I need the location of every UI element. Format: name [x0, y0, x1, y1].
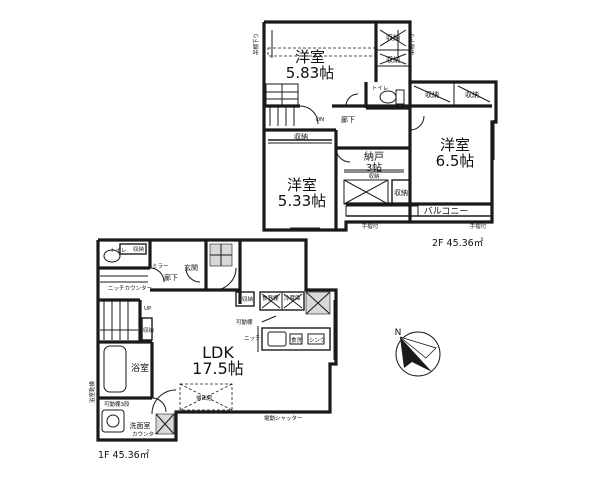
bedroom-top-size: 5.83帖: [286, 64, 334, 82]
counter-label: ニッチカウンター: [108, 284, 152, 292]
balcony-label: バルコニー: [424, 206, 469, 217]
washroom-label: 洗面室: [130, 421, 151, 430]
movable-shelf-3-label: 可動棚3段: [104, 400, 130, 408]
up-label: UP: [144, 306, 152, 312]
bedroom-left-name: 洋室: [287, 176, 317, 194]
fridge-label: 冷蔵庫: [284, 294, 301, 302]
storage-room-size: 3帖: [366, 161, 382, 174]
bath-window-label: 浴室乾燥: [88, 381, 96, 404]
closet-v1-label: 収納: [386, 33, 400, 42]
floor-1-area: 1F 45.36㎡: [98, 450, 150, 461]
storage-room-name: 納戸: [364, 150, 384, 163]
window-label: 掃出窓: [196, 394, 213, 402]
loft-1-label: 吊棚下り: [252, 33, 260, 55]
ldk-name: LDK: [202, 343, 234, 362]
mirror-label: ミラー: [152, 263, 169, 270]
compass-north-label: N: [395, 328, 402, 338]
shutter-label: 電動シャッター: [264, 414, 303, 422]
floor-1: LDK 17.5帖 浴室 洗面室 トイレ 収納 収納 収納 ミラー 廊下 玄関 …: [88, 238, 338, 461]
closet-1f-3-label: 収納: [143, 326, 155, 334]
closet-v2-label: 収納: [386, 55, 400, 64]
bedroom-top-name: 洋室: [295, 48, 325, 66]
shelf-label: 収納: [368, 172, 380, 180]
toilet-2f-label: トイレ: [372, 86, 389, 92]
closet-a-label: 収納: [425, 90, 439, 99]
floor-2: 洋室 5.83帖 洋室 6.5帖 洋室 5.33帖 納戸 3帖 収納 収納 収納…: [252, 20, 498, 249]
dishwasher-label: 食洗: [291, 336, 303, 344]
closet-small-label: 収納: [394, 188, 408, 197]
bath-label: 浴室: [131, 362, 149, 374]
closet-1f-1-label: 収納: [133, 245, 145, 253]
loft-2-label: 吊棚下り: [408, 33, 416, 55]
counter-2-label: カウンター: [132, 430, 160, 438]
compass-icon: N: [395, 328, 441, 377]
movable-shelf-label: 可動棚: [236, 318, 253, 326]
closet-1f-2-label: 収納: [242, 295, 254, 303]
hall-1f-label: 廊下: [164, 273, 178, 282]
bedroom-right-name: 洋室: [440, 136, 470, 154]
ldk-size: 17.5帖: [192, 359, 244, 378]
food-storage-label: 食器棚: [262, 294, 279, 302]
closet-left-label: 収納: [294, 132, 308, 141]
niche-label: ニッチ: [244, 335, 261, 342]
floor-2-area: 2F 45.36㎡: [432, 238, 484, 249]
rail-2-label: 手摺付: [470, 222, 487, 230]
rail-1-label: 手摺付: [362, 222, 379, 230]
entrance-label: 玄関: [184, 263, 198, 272]
hall-2f-label: 廊下: [341, 115, 355, 124]
bedroom-left-size: 5.33帖: [278, 192, 326, 210]
bedroom-right-size: 6.5帖: [436, 152, 475, 170]
closet-b-label: 収納: [465, 90, 479, 99]
sink-label: シンク: [309, 337, 326, 344]
down-label: DN: [316, 117, 324, 123]
toilet-1f-label: トイレ: [110, 248, 127, 254]
